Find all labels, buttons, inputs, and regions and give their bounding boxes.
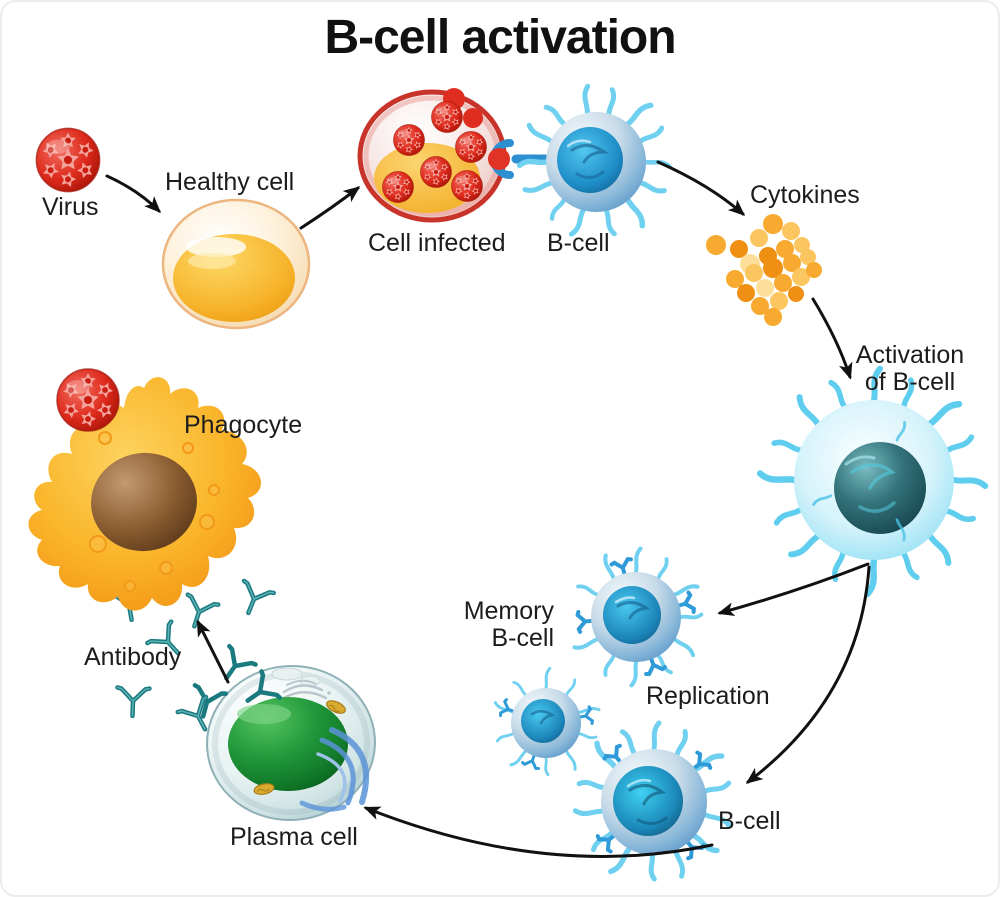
activation-label-line2: of B-cell — [864, 368, 956, 396]
antibody-label: Antibody — [84, 643, 182, 671]
arrow-virus-to-healthy-cell — [105, 174, 161, 213]
infected-cell-illustration — [357, 88, 507, 223]
cell-infected-label: Cell infected — [368, 229, 506, 257]
memory-b-cell-label-line2: B-cell — [491, 624, 554, 652]
b-cell-label: B-cell — [547, 229, 610, 257]
activation-label: Activation of B-cell — [845, 342, 975, 396]
b-cell-bottom-illustration — [575, 723, 730, 879]
phagocyte-illustration — [28, 369, 261, 611]
b-cell-bottom-label: B-cell — [718, 807, 781, 835]
plasma-cell-label: Plasma cell — [230, 823, 358, 851]
cytokines-illustration — [706, 214, 822, 326]
memory-b-cell-illustration — [575, 549, 704, 686]
memory-b-cell-label: Memory B-cell — [442, 598, 554, 652]
healthy-cell-label: Healthy cell — [165, 168, 295, 196]
healthy-cell-illustration — [161, 198, 311, 330]
arrow-healthy-to-infected — [299, 186, 361, 230]
b-cell-illustration — [520, 86, 670, 235]
activation-label-line1: Activation — [855, 341, 965, 369]
arrow-bcell-to-plasma — [363, 806, 714, 858]
flow-arrows — [105, 160, 871, 858]
mitochondrion-icon — [326, 700, 346, 714]
virus-label: Virus — [42, 193, 99, 221]
memory-b-cell-label-line1: Memory — [463, 597, 554, 625]
b-cell-receptor-link — [488, 139, 553, 179]
mitochondrion-icon — [253, 783, 275, 795]
replicating-b-cell-illustration — [492, 667, 601, 777]
arrow-activation-to-memory — [717, 562, 870, 617]
activated-b-cell-illustration — [760, 369, 985, 594]
arrow-bcell-to-cytokines — [656, 160, 746, 216]
arrow-activation-to-bcell — [745, 565, 871, 784]
arrow-plasma-to-antibody — [196, 619, 230, 684]
replication-label: Replication — [646, 682, 770, 710]
page-title: B-cell activation — [324, 11, 676, 64]
virus-illustration — [36, 128, 99, 191]
plasma-cell-illustration — [206, 664, 376, 822]
arrow-cytokines-to-activation — [811, 297, 853, 380]
cytokines-label: Cytokines — [750, 181, 860, 209]
phagocyte-label: Phagocyte — [184, 411, 303, 439]
